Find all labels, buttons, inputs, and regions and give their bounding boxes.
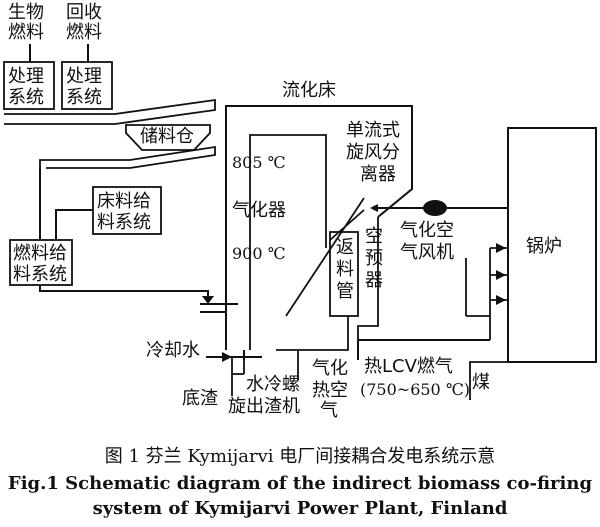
return-pipe-label-1: 返	[336, 237, 354, 258]
processing-system-box-1	[3, 61, 55, 110]
fuel-feed-label-1: 燃料给	[13, 243, 67, 264]
coal-line	[469, 361, 508, 400]
caption-en-line2: system of Kymijarvi Power Plant, Finland	[93, 498, 508, 519]
caption-en-line1: Fig.1 Schematic diagram of the indirect …	[8, 473, 593, 494]
bed-material-feed-label-1: 床料给	[97, 191, 151, 212]
fuel-feed-arrow	[202, 296, 214, 304]
processing-1-label-2: 系统	[8, 87, 44, 108]
burner-3-arrow	[496, 295, 506, 305]
return-pipe-label-3: 管	[336, 281, 354, 302]
gas-temp-label: (750~650 ℃)	[360, 380, 470, 399]
boiler-label: 锅炉	[526, 236, 562, 257]
fuel-feed-to-gasifier-line	[39, 285, 209, 300]
burner-2-arrow	[496, 270, 506, 280]
gasification-fan-icon	[423, 200, 447, 216]
bio-fuel-label-1: 生物	[8, 2, 44, 23]
temp-bottom-label: 900 ℃	[232, 244, 286, 263]
temp-top-label: 805 ℃	[232, 153, 286, 172]
recycled-fuel-label-2: 燃料	[66, 22, 102, 43]
air-supply-arrow	[370, 204, 378, 212]
conveyor-from-storage	[39, 145, 216, 169]
screw-discharger-label-1: 水冷螺	[246, 374, 300, 395]
air-preheater-label-1: 空	[365, 226, 383, 247]
bottom-ash-label: 底渣	[182, 388, 218, 409]
burner-1-arrow	[496, 243, 506, 253]
gasifier-outer-wall	[225, 105, 413, 350]
screw-discharger-label-2: 旋出渣机	[228, 396, 300, 417]
bio-fuel-label-2: 燃料	[8, 22, 44, 43]
cyclone-label-2: 旋风分	[346, 142, 400, 163]
gasification-air-label-2: 热空	[312, 380, 348, 401]
processing-system-box-2	[61, 61, 113, 110]
cyclone-dipleg-left	[285, 197, 365, 317]
processing-1-label-1: 处理	[8, 66, 44, 87]
coal-label: 煤	[472, 372, 490, 393]
hot-lcv-gas-label: 热LCV燃气	[364, 356, 453, 377]
processing-2-label-1: 处理	[66, 66, 102, 87]
conveyor-to-storage	[4, 98, 216, 125]
air-preheater-label-2: 预	[365, 248, 383, 269]
gasification-air-label-1: 气化	[312, 358, 348, 379]
recycled-fuel-label-1: 回收	[66, 2, 102, 23]
gasification-air-label-3: 气	[320, 400, 338, 421]
fan-label-1: 气化空	[400, 220, 454, 241]
caption-zh: 图 1 芬兰 Kymijarvi 电厂间接耦合发电系统示意	[105, 446, 495, 467]
cooling-water-arrow	[222, 352, 232, 362]
gasifier-inner-wall	[249, 134, 327, 350]
boiler	[507, 127, 597, 363]
cooling-water-label: 冷却水	[146, 340, 200, 361]
processing-2-label-2: 系统	[66, 87, 102, 108]
cyclone-dipleg-right	[329, 209, 365, 241]
return-pipe-label-2: 料	[336, 259, 354, 280]
hot-lcv-gas-line	[357, 339, 490, 360]
fuel-feed-label-2: 料系统	[13, 264, 67, 285]
bed-material-feed-label-2: 料系统	[97, 212, 151, 233]
fluidized-bed-label: 流化床	[282, 80, 336, 101]
storage-bin-label: 储料仓	[140, 126, 194, 147]
return-pipe	[329, 231, 359, 317]
gasifier-label: 气化器	[232, 200, 286, 221]
bed-material-feed-line	[55, 209, 93, 240]
cyclone-label-1: 单流式	[346, 120, 400, 141]
fan-label-2: 气风机	[400, 242, 454, 263]
air-preheater-label-3: 器	[365, 270, 383, 291]
cyclone-label-3: 离器	[360, 164, 396, 185]
hot-air-return-line	[276, 316, 349, 351]
